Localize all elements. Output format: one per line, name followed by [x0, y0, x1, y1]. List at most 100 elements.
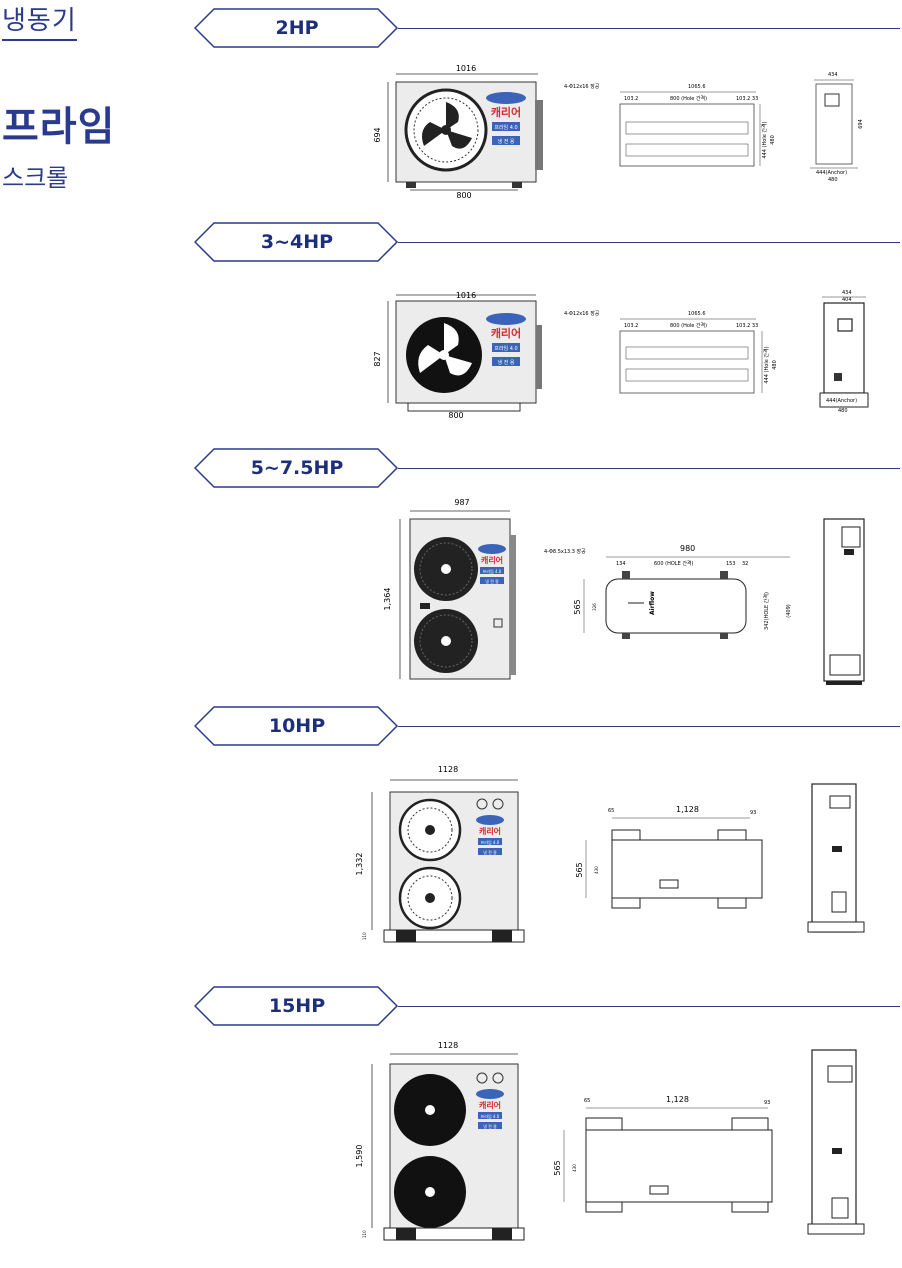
side-view [823, 518, 865, 685]
dim-vertical-inner: 326 [592, 603, 597, 611]
section-label: 10HP [268, 715, 326, 737]
dim-vertical-2: 342(HOLE 간격) [763, 592, 770, 630]
hole-label: 4-Φ12x16 장공 [564, 310, 600, 317]
dim-total: 980 [680, 544, 695, 553]
section-tag-2hp: 2HP [194, 8, 400, 48]
drawing-10hp: 1128 1,332 캐리어 프라임 4.0 냉 전 용 110 65 1,12… [355, 765, 865, 943]
top-view: 65 1,128 93 565 430 [575, 805, 763, 909]
panel-b: 냉 전 용 [483, 1123, 497, 1129]
drawing-3-4hp: 1016 827 캐리어 프라임 4.0 냉 전 용 800 4-Φ12x16 … [373, 290, 869, 420]
top-view: 4-Φ8.5x13.3 장공 980 134 600 (HOLE 간격) 153… [544, 544, 792, 639]
front-width: 987 [454, 498, 469, 507]
panel-b: 냉 전 용 [498, 359, 515, 366]
front-width: 1128 [438, 1041, 458, 1050]
side-top: 434 [842, 290, 852, 296]
dim-vertical-inner: 430 [594, 866, 599, 874]
top-view: 65 1,128 93 565 430 [553, 1095, 773, 1213]
side-view: 434 404 444(Anchor) 480 [819, 290, 869, 414]
front-width: 1016 [456, 291, 476, 300]
front-height: 827 [373, 351, 382, 366]
dim-right-2: 32 [742, 561, 748, 567]
front-width: 1128 [438, 765, 458, 774]
dim-right: 103.2 33 [736, 96, 758, 102]
section-divider [398, 1006, 900, 1007]
front-view: 1128 1,590 캐리어 프라임 4.0 냉 전 용 110 [355, 1041, 525, 1241]
dim-vertical-3: (409) [786, 604, 792, 617]
dim-right: 93 [764, 1100, 770, 1106]
dim-hole: 800 (Hole 간격) [670, 95, 707, 102]
front-view: 1016 694 캐리어 프라임 4.0 냉 전 용 800 [373, 64, 543, 200]
logo: 캐리어 [479, 826, 501, 836]
dim-right: 103.2 33 [736, 323, 758, 329]
section-label: 3~4HP [260, 231, 334, 253]
category-title: 냉동기 [2, 0, 77, 41]
dim-right: 93 [750, 810, 756, 816]
section-divider [398, 242, 900, 243]
panel-b: 냉 전 용 [483, 849, 497, 855]
top-view: 4-Φ12x16 장공 1065.6 103.2 800 (Hole 간격) 1… [564, 83, 776, 167]
front-height: 1,332 [355, 853, 364, 876]
side-view [807, 1049, 865, 1235]
section-label: 2HP [275, 17, 319, 39]
front-base: 800 [456, 191, 471, 200]
side-height: 694 [858, 119, 864, 129]
front-base: 110 [362, 1230, 367, 1238]
dim-left: 65 [608, 808, 614, 814]
dim-total: 1,128 [676, 805, 699, 814]
panel-b: 냉 전 용 [485, 578, 499, 584]
dim-vertical: 565 [573, 599, 582, 614]
front-base: 800 [448, 411, 463, 420]
front-view: 1128 1,332 캐리어 프라임 4.0 냉 전 용 110 [355, 765, 525, 943]
dim-vertical-2: 480 [770, 135, 776, 145]
side-bottom-2: 480 [828, 177, 838, 183]
drawing-15hp: 1128 1,590 캐리어 프라임 4.0 냉 전 용 110 65 1,12… [355, 1041, 865, 1241]
dim-left: 103.2 [624, 323, 638, 329]
front-height: 694 [373, 127, 382, 142]
panel-a: 프라임 4.0 [483, 568, 502, 574]
section-tag-5-7-5hp: 5~7.5HP [194, 448, 400, 488]
logo: 캐리어 [491, 326, 521, 340]
dim-hole: 800 (Hole 간격) [670, 322, 707, 329]
side-bottom: 444(Anchor) [826, 398, 857, 404]
section-tag-3-4hp: 3~4HP [194, 222, 400, 262]
panel-a: 프라임 4.0 [494, 345, 517, 352]
section-label: 15HP [268, 995, 326, 1017]
section-divider [398, 726, 900, 727]
panel-a: 프라임 4.0 [494, 124, 517, 131]
side-bottom-2: 480 [838, 408, 848, 414]
front-base: 110 [362, 932, 367, 940]
logo: 캐리어 [481, 555, 503, 565]
dim-vertical-2: 480 [772, 360, 778, 370]
section-divider [398, 468, 900, 469]
dim-vertical-inner: 430 [572, 1164, 577, 1172]
model-title: 프라임 [2, 104, 116, 150]
side-top: 434 [828, 72, 838, 78]
subtitle: 스크롤 [2, 164, 69, 192]
front-view: 1016 827 캐리어 프라임 4.0 냉 전 용 800 [373, 291, 542, 420]
front-width: 1016 [456, 64, 476, 73]
dim-total: 1,128 [666, 1095, 689, 1104]
hole-label: 4-Φ12x16 장공 [564, 83, 600, 90]
drawing-5-7-5hp: 987 1,364 캐리어 프라임 4.0 냉 전 용 4-Φ8.5x13.3 … [383, 498, 865, 685]
drawing-2hp: 1016 694 캐리어 프라임 4.0 냉 전 용 800 4-Φ12x16 … [373, 64, 864, 200]
section-tag-10hp: 10HP [194, 706, 400, 746]
section-divider [398, 28, 900, 29]
panel-a: 프라임 4.0 [481, 1113, 500, 1119]
side-top-2: 404 [842, 297, 852, 303]
top-view: 4-Φ12x16 장공 1065.6 103.2 800 (Hole 간격) 1… [564, 310, 778, 394]
dim-left: 134 [616, 561, 626, 567]
dim-total: 1065.6 [688, 311, 706, 317]
dim-left: 103.2 [624, 96, 638, 102]
logo: 캐리어 [491, 105, 521, 119]
dim-vertical: 565 [553, 1160, 562, 1175]
dim-hole: 600 (HOLE 간격) [654, 560, 694, 567]
dim-vertical: 565 [575, 862, 584, 877]
dim-right: 153 [726, 561, 736, 567]
section-tag-15hp: 15HP [194, 986, 400, 1026]
front-height: 1,364 [383, 588, 392, 611]
section-label: 5~7.5HP [250, 457, 344, 479]
hole-label: 4-Φ8.5x13.3 장공 [544, 548, 586, 555]
logo: 캐리어 [479, 1100, 501, 1110]
panel-a: 프라임 4.0 [481, 839, 500, 845]
airflow-label: Airflow [649, 591, 656, 615]
